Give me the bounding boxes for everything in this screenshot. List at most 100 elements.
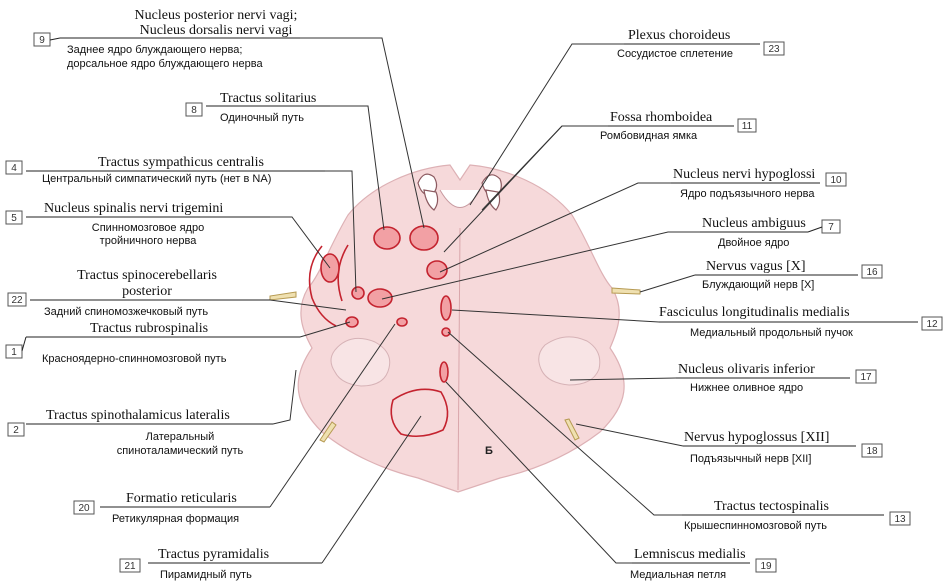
number-22: 22 (11, 295, 23, 306)
latin-21: Tractus pyramidalis (158, 547, 269, 562)
label-formatio-reticularis: Formatio reticularis 20 Ретикулярная фор… (74, 491, 270, 525)
latin-11: Fossa rhomboidea (610, 110, 713, 125)
russian-7: Двойное ядро (718, 237, 789, 249)
number-17: 17 (860, 372, 872, 383)
latin-9-a: Nucleus posterior nervi vagi; (135, 8, 298, 23)
label-nervus-vagus: Nervus vagus [X] 16 Блуждающий нерв [X] (695, 259, 882, 291)
label-nucleus-posterior-nervi-vagi: Nucleus posterior nervi vagi; Nucleus do… (34, 8, 300, 70)
number-20: 20 (78, 503, 90, 514)
number-1: 1 (11, 347, 17, 358)
label-fossa-rhomboidea: Fossa rhomboidea 11 Ромбовидная ямка (600, 110, 756, 142)
russian-13: Крышеспинномозговой путь (684, 520, 827, 532)
russian-2-b: спиноталамический путь (117, 445, 244, 457)
russian-5-a: Спинномозговое ядро (92, 222, 204, 234)
russian-22: Задний спиномозжечковый путь (44, 306, 208, 318)
medulla-outline (298, 165, 624, 492)
number-18: 18 (866, 446, 878, 457)
number-4: 4 (11, 163, 17, 174)
russian-4: Центральный симпатический путь (нет в NA… (42, 173, 271, 185)
number-12: 12 (926, 319, 938, 330)
russian-18: Подъязычный нерв [XII] (690, 453, 811, 465)
latin-2: Tractus spinothalamicus lateralis (46, 408, 230, 423)
latin-16: Nervus vagus [X] (706, 259, 806, 274)
number-9: 9 (39, 35, 45, 46)
russian-9-a: Заднее ядро блуждающего нерва; (67, 44, 242, 56)
number-13: 13 (894, 514, 906, 525)
nucleus-posterior-vagi-shape (410, 226, 438, 250)
russian-16: Блуждающий нерв [X] (702, 279, 814, 291)
latin-20: Formatio reticularis (126, 491, 237, 506)
tractus-solitarius-shape (374, 227, 400, 249)
number-16: 16 (866, 267, 878, 278)
label-fasciculus-longitudinalis-medialis: Fasciculus longitudinalis medialis 12 Ме… (659, 305, 942, 339)
latin-5: Nucleus spinalis nervi trigemini (44, 201, 223, 216)
number-7: 7 (828, 222, 834, 233)
label-nucleus-spinalis-nervi-trigemini: Nucleus spinalis nervi trigemini 5 Спинн… (6, 201, 270, 247)
latin-8: Tractus solitarius (220, 91, 316, 106)
tectospinal-shape (442, 328, 450, 336)
russian-12: Медиальный продольный пучок (690, 327, 853, 339)
latin-18: Nervus hypoglossus [XII] (684, 430, 829, 445)
label-nucleus-nervi-hypoglossi: Nucleus nervi hypoglossi 10 Ядро подъязы… (671, 167, 846, 200)
label-plexus-choroideus: Plexus choroideus 23 Сосудистое сплетени… (617, 28, 784, 60)
russian-20: Ретикулярная формация (112, 513, 239, 525)
russian-8: Одиночный путь (220, 112, 304, 124)
rubrospinal-shape (346, 317, 358, 327)
tractus-sympathicus-shape (352, 287, 364, 299)
latin-4: Tractus sympathicus centralis (98, 155, 264, 170)
number-23: 23 (768, 44, 780, 55)
reticular-shape (397, 318, 407, 326)
nervus-vagus-root-left (270, 292, 296, 300)
russian-9-b: дорсальное ядро блуждающего нерва (67, 58, 263, 70)
russian-23: Сосудистое сплетение (617, 48, 733, 60)
latin-19: Lemniscus medialis (634, 547, 746, 562)
russian-5-b: тройничного нерва (100, 235, 198, 247)
section-letter: Б (485, 445, 493, 457)
latin-17: Nucleus olivaris inferior (678, 362, 815, 377)
latin-10: Nucleus nervi hypoglossi (673, 167, 815, 182)
latin-7: Nucleus ambiguus (702, 216, 806, 231)
number-19: 19 (760, 561, 772, 572)
olive-left-shape (331, 338, 390, 386)
latin-1: Tractus rubrospinalis (90, 321, 208, 336)
leader-16 (640, 275, 695, 292)
latin-13: Tractus tectospinalis (714, 499, 829, 514)
label-tractus-rubrospinalis: Tractus rubrospinalis 1 Красноядерно-спи… (6, 321, 300, 365)
number-5: 5 (11, 213, 17, 224)
latin-23: Plexus choroideus (628, 28, 730, 43)
label-tractus-spinothalamicus-lateralis: Tractus spinothalamicus lateralis 2 Лате… (8, 408, 273, 457)
label-nucleus-ambiguus: Nucleus ambiguus 7 Двойное ядро (700, 216, 840, 249)
leader-5 (270, 217, 330, 268)
label-tractus-solitarius: Tractus solitarius 8 Одиночный путь (186, 91, 330, 124)
label-lemniscus-medialis: Lemniscus medialis 19 Медиальная петля (630, 547, 776, 581)
number-21: 21 (124, 561, 136, 572)
number-2: 2 (13, 425, 19, 436)
russian-10: Ядро подъязычного нерва (680, 188, 815, 200)
russian-1: Красноядерно-спинномозговой путь (42, 353, 227, 365)
label-tractus-sympathicus-centralis: Tractus sympathicus centralis 4 Централь… (6, 155, 325, 185)
lemniscus-shape (440, 362, 448, 382)
nervus-vagus-root-right (612, 288, 640, 294)
russian-17: Нижнее оливное ядро (690, 382, 803, 394)
leader-2 (273, 370, 296, 424)
russian-11: Ромбовидная ямка (600, 130, 698, 142)
number-10: 10 (830, 175, 842, 186)
russian-21: Пирамидный путь (160, 569, 252, 581)
olive-right-shape (539, 337, 600, 385)
label-nervus-hypoglossus: Nervus hypoglossus [XII] 18 Подъязычный … (683, 430, 882, 465)
number-8: 8 (191, 105, 197, 116)
latin-9-b: Nucleus dorsalis nervi vagi (140, 23, 293, 38)
latin-22-b: posterior (122, 284, 172, 299)
flm-shape (441, 296, 451, 320)
label-tractus-tectospinalis: Tractus tectospinalis 13 Крышеспинномозг… (682, 499, 910, 532)
latin-22-a: Tractus spinocerebellaris (77, 268, 217, 283)
russian-2-a: Латеральный (146, 431, 215, 443)
label-nucleus-olivaris-inferior: Nucleus olivaris inferior 17 Нижнее олив… (676, 362, 876, 394)
latin-12: Fasciculus longitudinalis medialis (659, 305, 850, 320)
label-tractus-pyramidalis: Tractus pyramidalis 21 Пирамидный путь (120, 547, 322, 581)
medulla-section: Б (270, 165, 640, 492)
label-tractus-spinocerebellaris-posterior: Tractus spinocerebellaris posterior 22 З… (8, 268, 270, 318)
number-11: 11 (742, 121, 753, 132)
russian-19: Медиальная петля (630, 569, 726, 581)
